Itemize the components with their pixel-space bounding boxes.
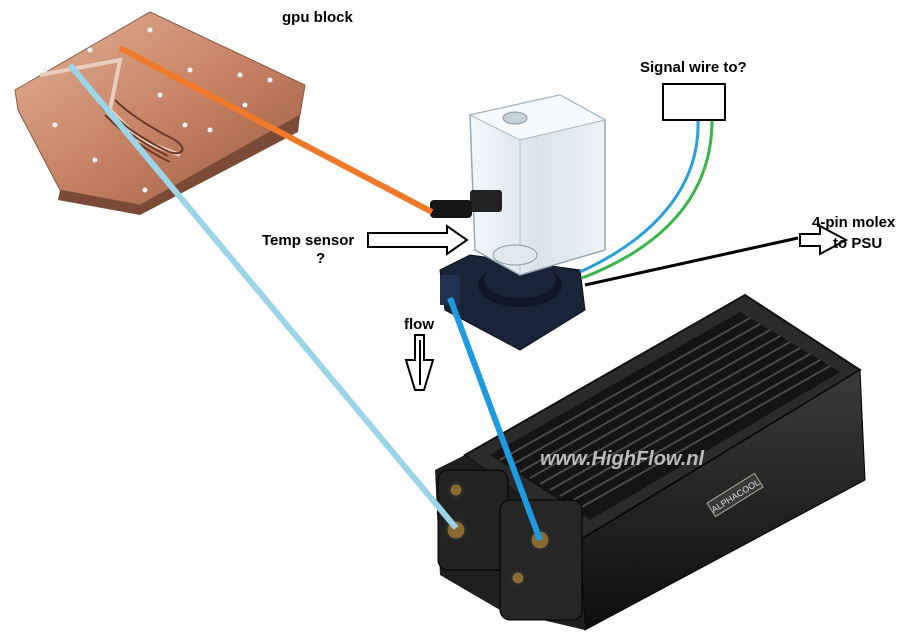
molex-label-line2: to PSU	[833, 235, 883, 252]
signal-wire-label: Signal wire to?	[640, 59, 747, 76]
temp-sensor-label: Temp sensor	[262, 232, 355, 249]
signal-wire-green	[581, 119, 714, 280]
molex-arrow	[799, 224, 849, 256]
gpu-block-image	[14, 11, 306, 215]
molex-wire	[584, 236, 799, 287]
temp-sensor-arrow	[367, 224, 469, 256]
radiator-image: ALPHACOOL www.HighFlow.nl	[435, 293, 866, 631]
flow-label: flow	[404, 316, 434, 333]
signal-wire-blue	[579, 119, 700, 274]
molex-label-line1: 4-pin molex	[812, 214, 896, 231]
pump-reservoir-image	[430, 94, 607, 351]
gpu-to-radiator-tube	[67, 63, 459, 530]
gpu-to-pump-tube	[118, 45, 434, 215]
signal-wire-box	[662, 83, 726, 121]
gpu-block-label: gpu block	[282, 9, 353, 26]
pump-to-radiator-tube	[447, 296, 543, 542]
watermark: www.HighFlow.nl	[540, 448, 704, 470]
temp-sensor-question: ?	[316, 250, 326, 267]
